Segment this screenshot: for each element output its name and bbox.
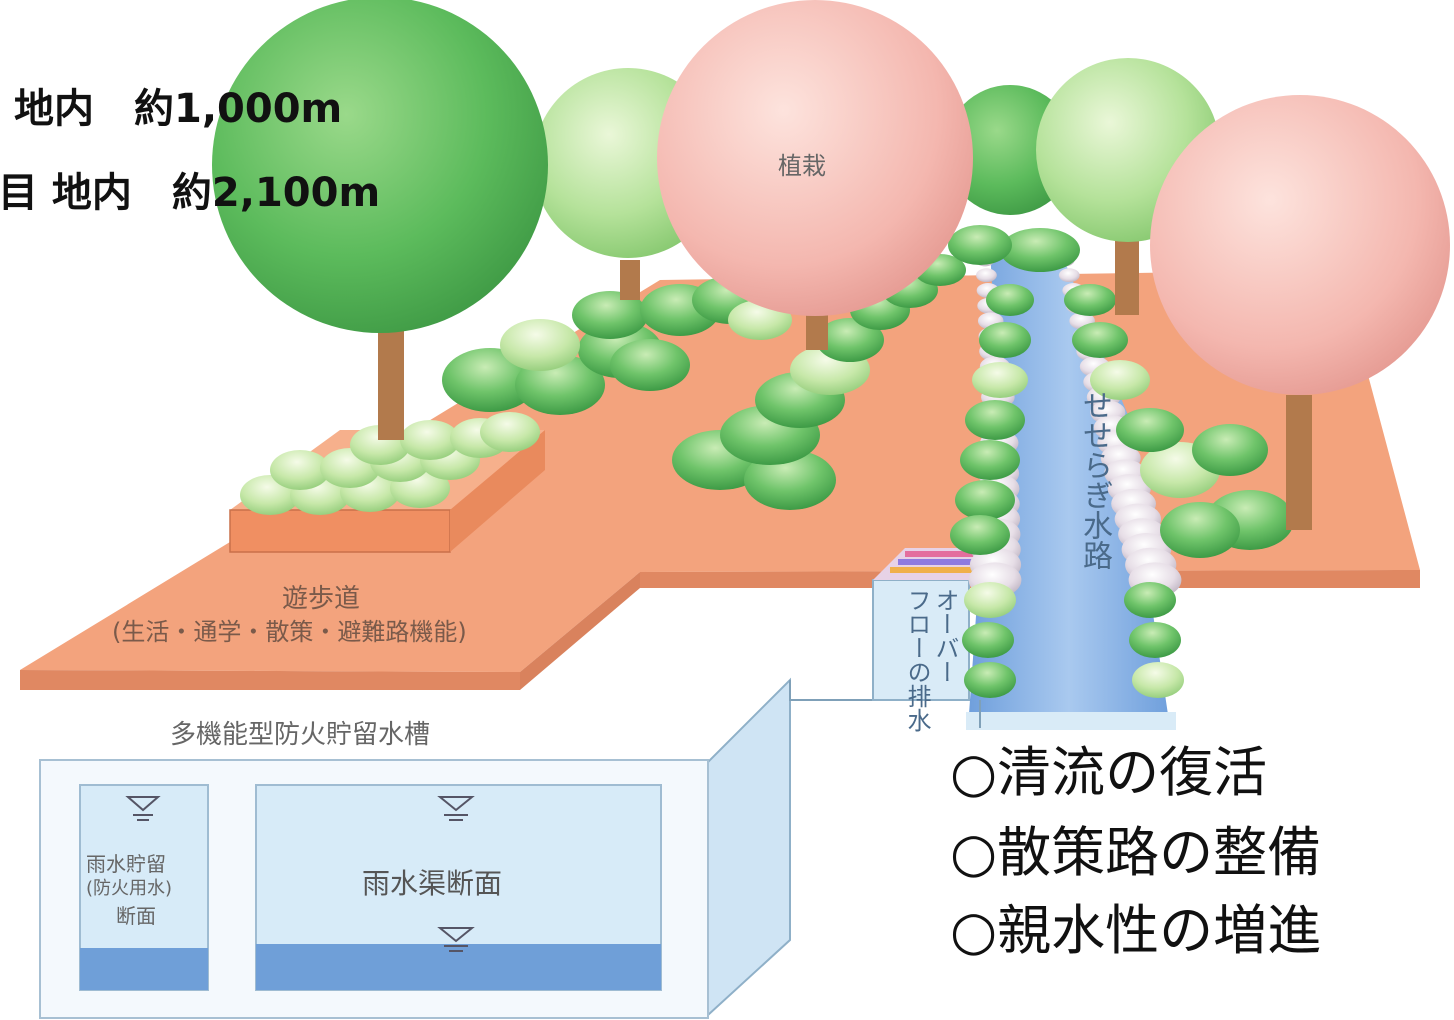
shrub bbox=[986, 284, 1034, 316]
shrub bbox=[965, 400, 1025, 440]
shrub bbox=[979, 322, 1031, 358]
shrub bbox=[964, 662, 1016, 698]
tank-left-line1: 雨水貯留 bbox=[86, 852, 166, 876]
shrub bbox=[1064, 284, 1116, 316]
planter-shrub bbox=[270, 450, 330, 490]
tank-left-line3: 断面 bbox=[116, 904, 156, 928]
shrub bbox=[1129, 622, 1181, 658]
shrub bbox=[955, 480, 1015, 520]
shrub bbox=[972, 362, 1028, 398]
shrub bbox=[816, 318, 884, 362]
shrub bbox=[1072, 322, 1128, 358]
shrub bbox=[572, 291, 648, 339]
shrub bbox=[962, 622, 1014, 658]
feature-2: ○散策路の整備 bbox=[950, 821, 1322, 884]
overflow-label-1: オーバー bbox=[931, 588, 959, 684]
tank-left-line2: (防火用水) bbox=[86, 878, 173, 899]
shrub bbox=[960, 440, 1020, 480]
shrub bbox=[1192, 424, 1268, 476]
stream-stone bbox=[976, 268, 997, 283]
planter-side bbox=[450, 430, 545, 552]
promenade-subtitle: (生活・通学・散策・避難路機能) bbox=[112, 618, 467, 646]
stream-label: せせらぎ水路 bbox=[1077, 390, 1112, 570]
shrub bbox=[610, 339, 690, 391]
length-label-1: 地内 約1,000m bbox=[14, 86, 343, 132]
tank-title: 多機能型防火貯留水槽 bbox=[170, 720, 431, 750]
tree-canopy-pink bbox=[1150, 95, 1450, 395]
shrub bbox=[1132, 662, 1184, 698]
feature-3: ○親水性の増進 bbox=[950, 899, 1322, 962]
planter-shrub bbox=[480, 412, 540, 452]
tank-right-label: 雨水渠断面 bbox=[362, 867, 503, 900]
promenade-side-edge bbox=[520, 572, 640, 690]
shrub bbox=[948, 225, 1012, 265]
shrub bbox=[964, 582, 1016, 618]
shrub bbox=[1160, 502, 1240, 558]
tank-side-face bbox=[707, 677, 791, 1018]
shrub bbox=[500, 319, 580, 371]
planter-front bbox=[229, 509, 451, 553]
overflow-label-2: フローの排水 bbox=[903, 588, 931, 732]
stream-stone bbox=[1058, 268, 1080, 283]
tree-canopy-pink bbox=[657, 0, 973, 316]
tree-canopy bbox=[212, 0, 548, 333]
planting-label: 植栽 bbox=[778, 152, 826, 180]
planter-shrub bbox=[400, 420, 460, 460]
feature-1: ○清流の復活 bbox=[950, 741, 1268, 804]
shrub bbox=[1090, 360, 1150, 400]
shrub bbox=[1000, 228, 1080, 272]
promenade-title: 遊歩道 bbox=[282, 584, 361, 614]
promenade-front-edge bbox=[20, 670, 520, 690]
length-label-2: 目 地内 約2,100m bbox=[0, 170, 381, 216]
shrub bbox=[744, 450, 836, 510]
shrub bbox=[1124, 582, 1176, 618]
shrub bbox=[950, 515, 1010, 555]
shrub bbox=[1116, 408, 1184, 452]
